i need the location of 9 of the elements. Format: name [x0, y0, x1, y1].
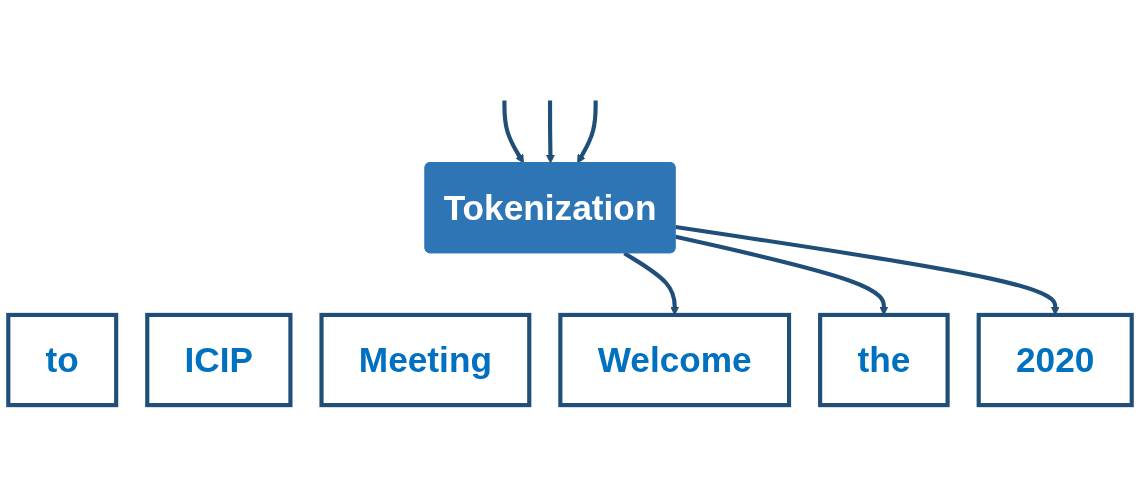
- arrow: [577, 100, 598, 164]
- node-box: Meeting: [319, 312, 532, 408]
- arrow: [545, 100, 555, 164]
- node-box: to: [6, 312, 119, 408]
- arrow: [502, 100, 524, 164]
- node-box: Welcome: [558, 312, 792, 408]
- node-box: ICIP: [145, 312, 293, 408]
- node-box: 2020: [976, 312, 1134, 408]
- node-box: the: [818, 312, 950, 408]
